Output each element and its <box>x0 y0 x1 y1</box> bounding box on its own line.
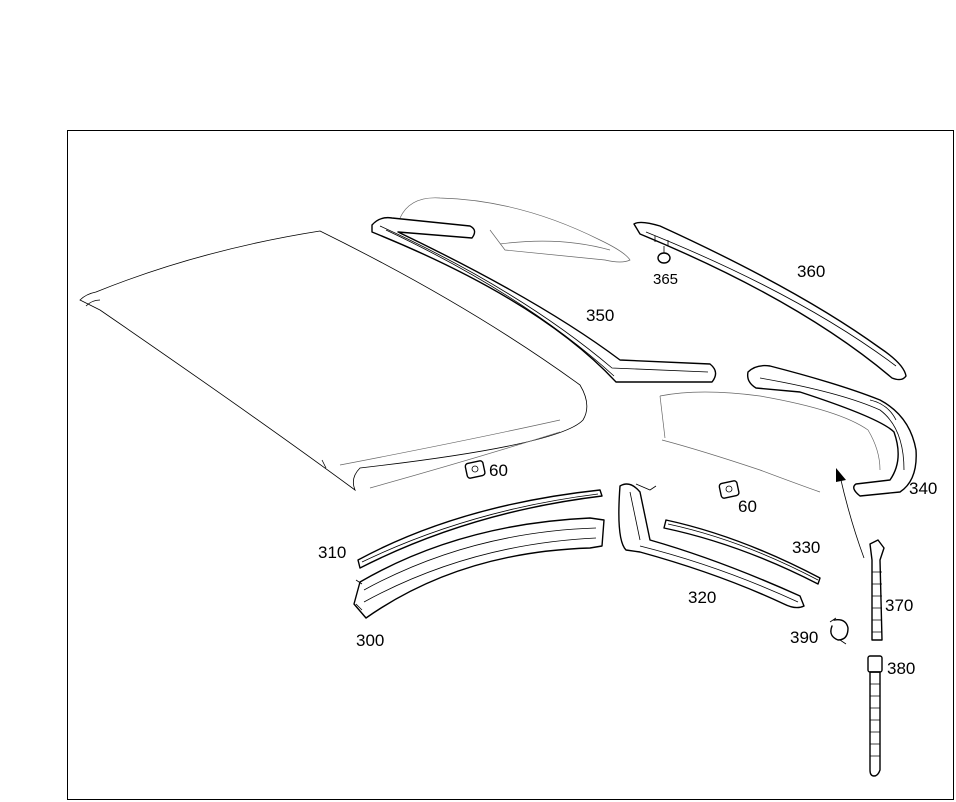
part-310-seal <box>357 489 603 569</box>
part-300-channel <box>353 517 605 619</box>
label-310: 310 <box>318 543 346 562</box>
label-390: 390 <box>790 628 818 647</box>
part-60-clip-a <box>464 460 486 479</box>
part-320-channel <box>618 483 805 609</box>
part-370-hose <box>869 539 885 641</box>
label-60-b: 60 <box>738 497 757 516</box>
part-340-bow <box>659 364 917 497</box>
label-370: 370 <box>885 596 913 615</box>
part-330-seal <box>663 519 821 585</box>
part-380-hose <box>867 655 883 777</box>
label-60-a: 60 <box>489 461 508 480</box>
diagram-frame <box>67 130 954 800</box>
direction-arrow <box>836 468 865 559</box>
label-360: 360 <box>797 262 825 281</box>
label-365: 365 <box>653 271 678 288</box>
label-320: 320 <box>688 588 716 607</box>
label-330: 330 <box>792 538 820 557</box>
part-390-clamp <box>829 617 849 645</box>
label-380: 380 <box>887 659 915 678</box>
label-340: 340 <box>909 479 937 498</box>
part-60-clip-b <box>718 480 740 499</box>
label-300: 300 <box>356 631 384 650</box>
part-360-rail <box>633 221 907 381</box>
roof-panel <box>79 230 588 492</box>
part-350-frame <box>371 197 717 383</box>
label-350: 350 <box>586 306 614 325</box>
part-365-nut <box>657 246 671 264</box>
